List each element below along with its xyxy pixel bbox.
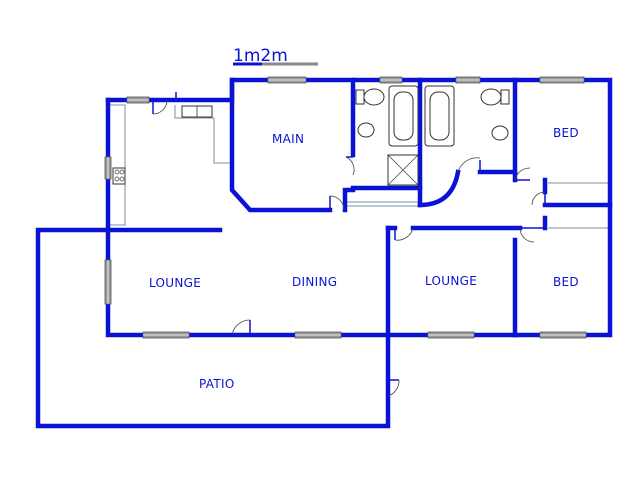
toilet-icon xyxy=(355,88,385,106)
window-lounge-side xyxy=(104,259,112,305)
walls xyxy=(35,77,613,429)
toilet-2-icon xyxy=(480,88,510,106)
window-lounge-bottom xyxy=(142,331,190,339)
door-kitchen-top xyxy=(152,99,168,115)
window-bed2-bottom xyxy=(539,331,587,339)
room-label-bed-bottom: BED xyxy=(553,275,579,289)
room-label-main: MAIN xyxy=(272,132,304,146)
counter-lines xyxy=(110,104,610,229)
window-kitchen-top xyxy=(126,96,150,104)
bathtub-icon xyxy=(388,85,419,147)
window-bed-top xyxy=(539,76,585,84)
door-main-bottom xyxy=(329,195,345,211)
windows xyxy=(104,76,587,339)
stove-icon xyxy=(112,167,126,185)
door-bed-divider xyxy=(531,191,546,206)
basin-icon xyxy=(357,122,375,138)
window-lounge2-bottom xyxy=(427,331,475,339)
doors xyxy=(152,92,546,397)
kitchen-sink-icon xyxy=(181,105,213,118)
door-bed-top xyxy=(514,167,531,181)
door-main xyxy=(345,156,355,176)
door-patio-lounge xyxy=(231,319,251,336)
door-patio-side xyxy=(387,379,400,397)
window-kitchen-side xyxy=(104,156,112,180)
door-bath2 xyxy=(457,157,481,173)
fixtures xyxy=(112,85,510,186)
scale-bar: 1m2m xyxy=(233,46,318,66)
window-bath1-top xyxy=(379,76,403,84)
room-label-lounge-left: LOUNGE xyxy=(149,276,201,290)
basin-2-icon xyxy=(491,125,509,141)
room-label-lounge-right: LOUNGE xyxy=(425,274,477,288)
door-lounge-right xyxy=(394,227,414,241)
bathtub-2-icon xyxy=(424,85,455,147)
shower-icon xyxy=(387,154,419,186)
room-label-dining: DINING xyxy=(292,275,337,289)
window-dining-bottom xyxy=(294,331,342,339)
room-label-bed-top: BED xyxy=(553,126,579,140)
door-bed-bottom xyxy=(519,227,545,243)
room-labels: MAIN BED LOUNGE DINING LOUNGE BED PATIO xyxy=(149,126,579,391)
scale-label: 1m2m xyxy=(233,46,288,66)
window-bath2-top xyxy=(455,76,481,84)
room-label-patio: PATIO xyxy=(199,377,235,391)
window-main-top xyxy=(267,76,307,84)
